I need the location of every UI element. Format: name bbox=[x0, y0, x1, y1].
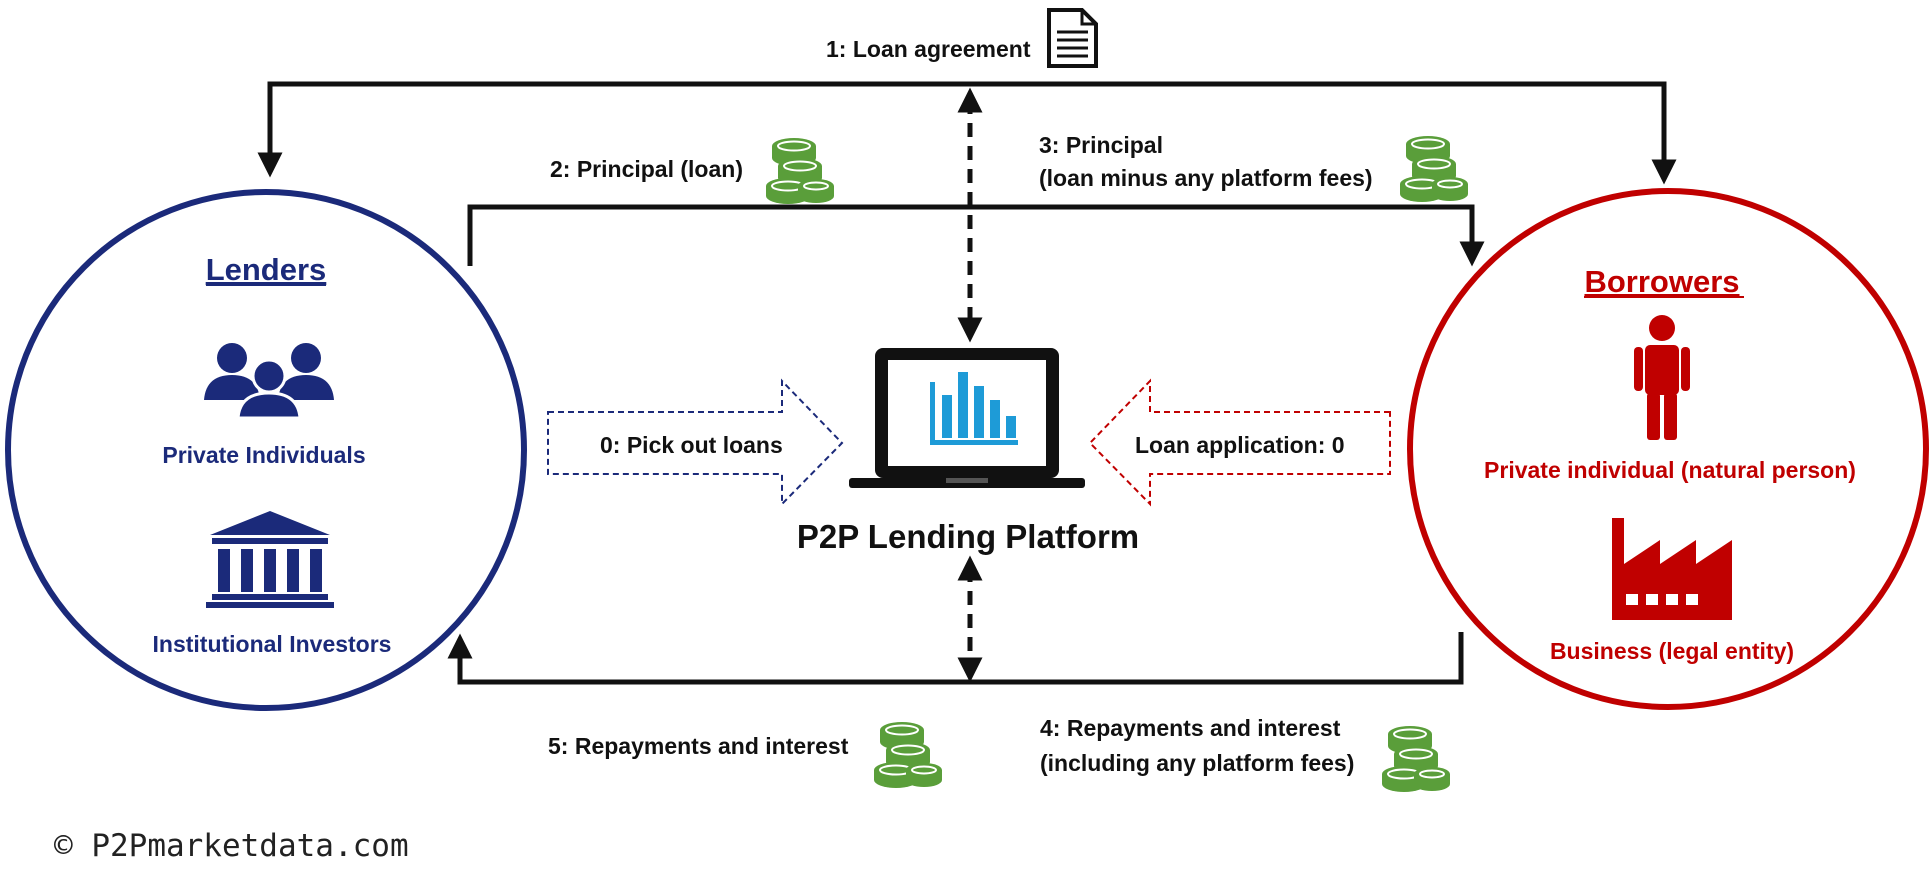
bank-building-icon bbox=[206, 511, 334, 608]
repayments-gross-label-line2: (including any platform fees) bbox=[1040, 750, 1354, 776]
platform-label: P2P Lending Platform bbox=[797, 518, 1139, 555]
principal-loan-label: 2: Principal (loan) bbox=[550, 156, 743, 182]
principal-net-label-line1: 3: Principal bbox=[1039, 132, 1163, 158]
institutional-investors-label: Institutional Investors bbox=[153, 631, 392, 657]
document-icon bbox=[1047, 8, 1098, 68]
borrowers-circle bbox=[1407, 188, 1929, 710]
coin-stack-icon bbox=[873, 721, 943, 789]
coin-stack-icon bbox=[1381, 725, 1451, 793]
copyright-text: © P2Pmarketdata.com bbox=[54, 828, 409, 864]
loan-agreement-arrow bbox=[257, 81, 1677, 185]
factory-icon bbox=[1612, 518, 1732, 620]
coin-stack-icon bbox=[765, 137, 835, 205]
repayments-gross-label-line1: 4: Repayments and interest bbox=[1040, 715, 1341, 741]
pick-out-loans-label: 0: Pick out loans bbox=[600, 432, 783, 458]
laptop-chart-icon bbox=[849, 348, 1085, 488]
private-individuals-label: Private Individuals bbox=[162, 442, 365, 468]
business-label: Business (legal entity) bbox=[1550, 638, 1794, 664]
repayments-net-label: 5: Repayments and interest bbox=[548, 733, 849, 759]
repayments-arrow bbox=[447, 632, 1464, 685]
private-individual-label: Private individual (natural person) bbox=[1484, 457, 1856, 483]
principal-net-label-line2: (loan minus any platform fees) bbox=[1039, 165, 1373, 191]
person-icon bbox=[1634, 315, 1690, 440]
coin-stack-icon bbox=[1399, 135, 1469, 203]
loan-application-label: Loan application: 0 bbox=[1135, 432, 1345, 458]
pick-out-loans-arrow bbox=[547, 378, 844, 507]
loan-application-arrow bbox=[1088, 378, 1391, 507]
people-group-icon bbox=[204, 343, 334, 420]
loan-agreement-label: 1: Loan agreement bbox=[826, 36, 1031, 62]
lenders-circle bbox=[5, 189, 527, 711]
lenders-title: Lenders bbox=[206, 252, 327, 287]
borrowers-title: Borrowers bbox=[1584, 264, 1739, 299]
